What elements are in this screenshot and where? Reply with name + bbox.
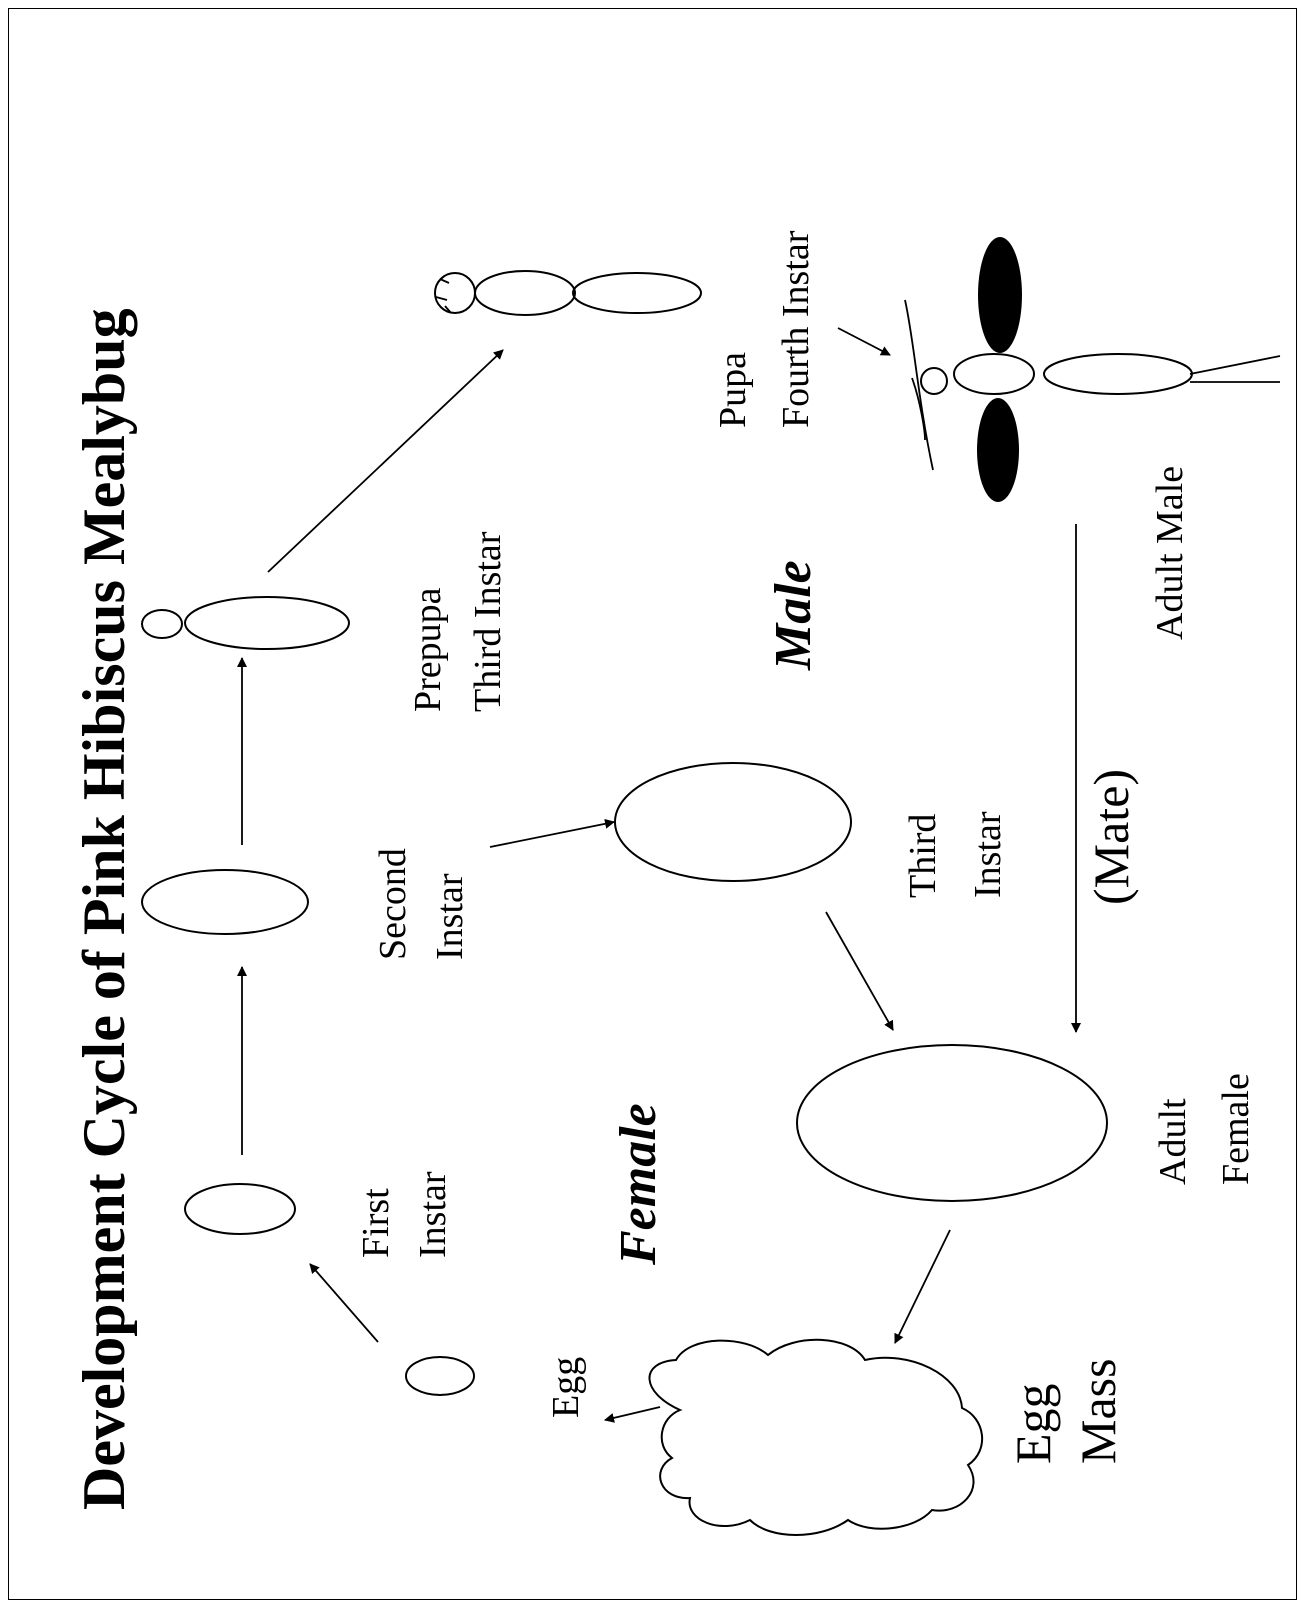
adult-female-shape xyxy=(796,1044,1108,1202)
upper-wing xyxy=(978,237,1022,353)
egg-label: Egg xyxy=(545,1357,587,1418)
prepupa-label: Prepupa Third Instar xyxy=(407,531,509,712)
second-instar-shape xyxy=(141,869,309,935)
adult-female-label: Adult Female xyxy=(1152,1073,1257,1185)
adult-male-shape xyxy=(904,237,1281,502)
pupa-shape xyxy=(434,270,702,316)
svg-text:Instar: Instar xyxy=(967,811,1009,898)
svg-text:Third Instar: Third Instar xyxy=(467,531,509,712)
svg-text:Third: Third xyxy=(902,814,944,898)
second-instar-label: Second Instar xyxy=(372,848,471,960)
first-instar-label: First Instar xyxy=(355,1171,454,1258)
male-label: Male xyxy=(765,560,822,671)
egg-mass-label: Egg Mass xyxy=(1005,1358,1126,1464)
mate-label: (Mate) xyxy=(1083,769,1139,905)
third-instar-female-label: Third Instar xyxy=(902,811,1009,898)
lower-wing xyxy=(977,398,1019,502)
arrow-adult-female-to-egg-mass xyxy=(894,1229,951,1344)
arrow-prepupa-to-pupa xyxy=(267,349,504,573)
first-instar-shape xyxy=(184,1183,296,1235)
female-label: Female xyxy=(610,1103,667,1266)
svg-text:Instar: Instar xyxy=(412,1171,454,1258)
arrow-second-to-third-instar xyxy=(489,818,615,848)
svg-text:Instar: Instar xyxy=(429,873,471,960)
arrow-third-instar-to-adult-female xyxy=(825,911,894,1031)
pupa-label: Pupa Fourth Instar xyxy=(712,230,817,428)
adult-male-label: Adult Male xyxy=(1149,466,1191,640)
arrow-egg-mass-to-egg xyxy=(604,1406,661,1423)
egg-shape xyxy=(405,1356,475,1396)
diagram-title: Development Cycle of Pink Hibiscus Mealy… xyxy=(71,308,137,1510)
arrow-egg-to-first-instar xyxy=(309,1263,379,1343)
prepupa-shape xyxy=(141,596,350,650)
svg-text:Egg: Egg xyxy=(1005,1383,1061,1464)
svg-text:Second: Second xyxy=(372,848,414,960)
svg-text:Mass: Mass xyxy=(1070,1358,1126,1464)
svg-text:First: First xyxy=(355,1188,397,1258)
egg-mass-cloud xyxy=(648,1338,984,1536)
third-instar-female-shape xyxy=(614,762,852,882)
svg-text:Pupa: Pupa xyxy=(712,352,754,428)
svg-text:Fourth Instar: Fourth Instar xyxy=(775,230,817,428)
svg-text:Female: Female xyxy=(1215,1073,1257,1185)
svg-text:Prepupa: Prepupa xyxy=(407,587,449,712)
svg-text:Adult: Adult xyxy=(1152,1098,1194,1185)
arrow-pupa-to-adult-male xyxy=(837,327,891,356)
